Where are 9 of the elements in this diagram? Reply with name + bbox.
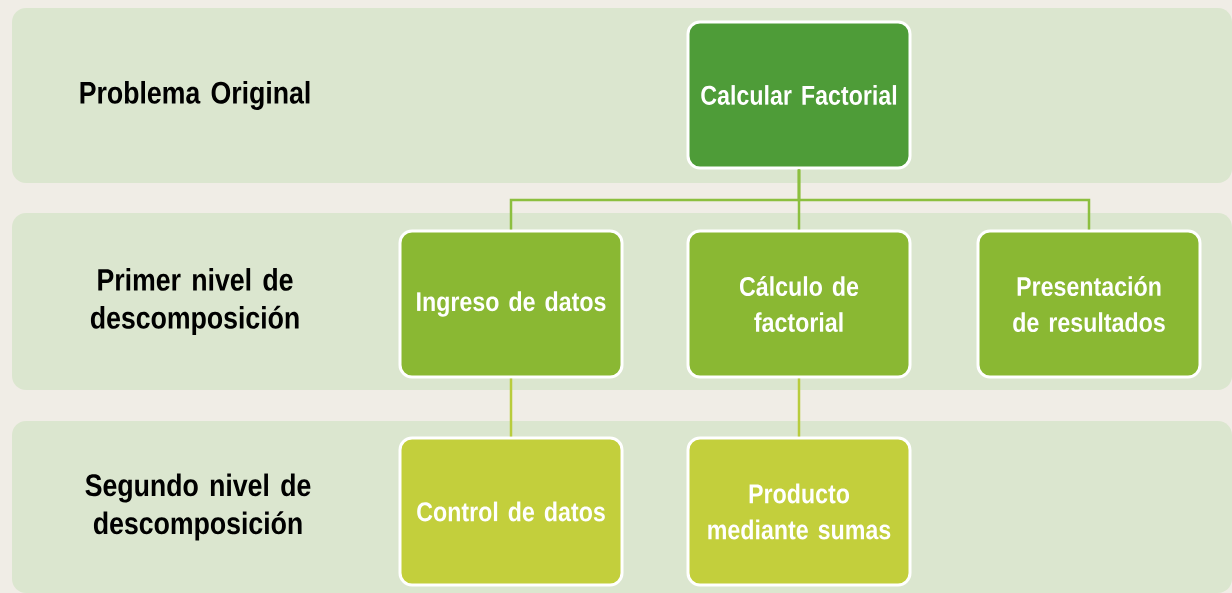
process-box: Cálculo de factorial [686, 229, 912, 379]
connector-line [797, 169, 1091, 230]
process-box: Ingreso de datos [398, 229, 624, 379]
process-box: Calcular Factorial [686, 20, 912, 170]
process-box: Presentación de resultados [976, 229, 1202, 379]
process-box: Control de datos [398, 436, 624, 587]
process-box: Producto mediante sumas [686, 436, 912, 587]
connector-line [509, 378, 513, 437]
connector-line [797, 378, 801, 437]
